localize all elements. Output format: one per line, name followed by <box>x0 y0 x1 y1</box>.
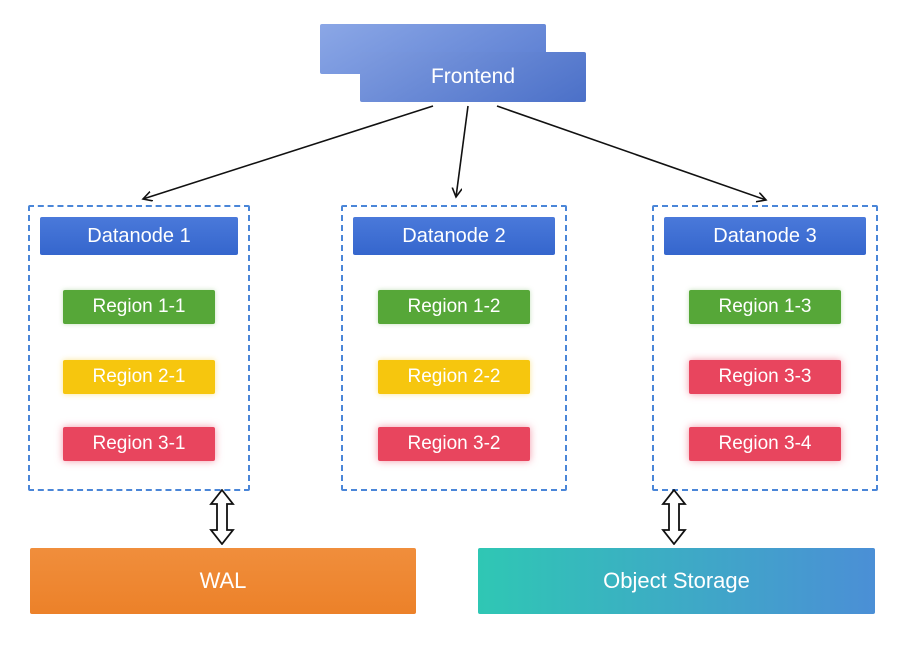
region-box: Region 1-3 <box>689 290 841 324</box>
arrow-frontend-datanode2 <box>456 105 469 197</box>
region-label: Region 2-2 <box>407 366 501 387</box>
datanode3-object-storage-sync-arrow <box>661 489 687 545</box>
region-label: Region 3-4 <box>718 433 812 454</box>
region-label: Region 3-1 <box>92 433 186 454</box>
arrow-frontend-datanode1 <box>143 105 434 199</box>
wal-label: WAL <box>199 568 247 593</box>
region-label: Region 3-3 <box>718 366 812 387</box>
region-box: Region 1-2 <box>378 290 530 324</box>
datanode-2-header: Datanode 2 <box>353 217 555 255</box>
region-box: Region 2-1 <box>63 360 215 394</box>
datanode1-wal-sync-arrow <box>209 489 235 545</box>
datanode-3-header: Datanode 3 <box>664 217 866 255</box>
region-box: Region 2-2 <box>378 360 530 394</box>
region-label: Region 1-2 <box>407 296 501 317</box>
frontend-label: Frontend <box>430 65 516 88</box>
datanode-1-header: Datanode 1 <box>40 217 238 255</box>
arrow-frontend-datanode3 <box>496 105 766 200</box>
region-box: Region 3-3 <box>689 360 841 394</box>
object-storage-label: Object Storage <box>603 568 750 593</box>
object-storage-box: Object Storage <box>478 548 875 614</box>
region-box: Region 3-2 <box>378 427 530 461</box>
datanode-2-container: Datanode 2 Region 1-2 Region 2-2 Region … <box>341 205 567 491</box>
datanode-2-label: Datanode 2 <box>402 224 506 247</box>
region-box: Region 1-1 <box>63 290 215 324</box>
datanode-1-label: Datanode 1 <box>87 224 191 247</box>
region-label: Region 2-1 <box>92 366 186 387</box>
region-box: Region 3-4 <box>689 427 841 461</box>
region-label: Region 3-2 <box>407 433 501 454</box>
wal-box: WAL <box>30 548 416 614</box>
datanode-3-label: Datanode 3 <box>713 224 817 247</box>
region-label: Region 1-3 <box>718 296 812 317</box>
region-label: Region 1-1 <box>92 296 186 317</box>
datanode-3-container: Datanode 3 Region 1-3 Region 3-3 Region … <box>652 205 878 491</box>
region-box: Region 3-1 <box>63 427 215 461</box>
frontend-box: Frontend <box>360 52 586 102</box>
datanode-1-container: Datanode 1 Region 1-1 Region 2-1 Region … <box>28 205 250 491</box>
